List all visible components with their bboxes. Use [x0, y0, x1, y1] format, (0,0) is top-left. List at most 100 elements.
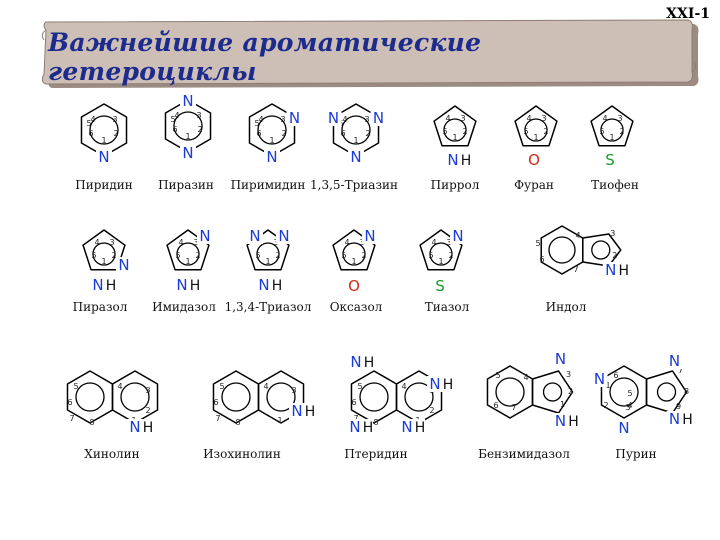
nitrogen-atom: N [258, 276, 269, 294]
position-number: 7 [573, 265, 578, 274]
position-number: 3 [196, 111, 201, 120]
aromatic-circle [173, 111, 203, 141]
position-number: 5 [495, 371, 500, 380]
aromatic-circle [524, 118, 548, 142]
aromatic-circle [75, 382, 105, 412]
aromatic-circle [443, 118, 467, 142]
sulfur-atom: S [435, 277, 445, 295]
aromatic-circle [221, 382, 251, 412]
compound-name: Пиррол [431, 178, 480, 192]
position-number: 2 [603, 401, 608, 410]
compound-10: 43215NNNH1,3,4-Триазол [225, 227, 312, 314]
aromatic-circle [495, 377, 525, 407]
compound-name: Птеридин [344, 447, 407, 461]
hydrogen-atom: H [272, 278, 283, 294]
position-number: 2 [195, 251, 200, 260]
aromatic-circle [359, 382, 389, 412]
nitrogen-atom: N [350, 353, 361, 371]
position-number: 5 [255, 251, 260, 260]
position-number: 5 [175, 251, 180, 260]
compound-name: Имидазол [152, 300, 216, 314]
position-number: 5 [442, 127, 447, 136]
position-number: 2 [281, 129, 286, 138]
position-number: 8 [373, 418, 378, 427]
aromatic-circle [342, 242, 366, 266]
position-number: 4 [258, 115, 263, 124]
nitrogen-atom: N [555, 412, 566, 430]
position-number: 1 [353, 136, 358, 145]
compound-name: 1,3,5-Триазин [310, 178, 398, 192]
aromatic-circle [257, 115, 287, 145]
imidazole-bonds [645, 370, 688, 414]
position-number: 1 [277, 416, 282, 425]
position-number: 4 [431, 238, 436, 247]
oxygen-atom: O [528, 151, 540, 169]
position-number: 2 [145, 406, 150, 415]
ring-bonds [514, 105, 558, 147]
aromatic-circle [542, 382, 563, 402]
compound-name: Хинолин [84, 447, 139, 461]
compound-15: 56784321NHИзохинолин [203, 370, 316, 461]
hydrogen-atom: H [682, 412, 693, 428]
position-number: 5 [599, 127, 604, 136]
position-number: 8 [89, 418, 94, 427]
position-number: 7 [511, 403, 516, 412]
position-number: 4 [174, 111, 179, 120]
nitrogen-atom: N [176, 276, 187, 294]
nitrogen-atom: N [350, 148, 361, 166]
position-number: 8 [684, 387, 689, 396]
hydrogen-atom: H [305, 404, 316, 420]
compound-name: Пиразол [73, 300, 128, 314]
aromatic-circle [656, 382, 677, 402]
position-number: 1 [269, 136, 274, 145]
position-number: 1 [101, 257, 106, 266]
position-number: 3 [112, 115, 117, 124]
position-number: 4 [401, 382, 406, 391]
hydrogen-atom: H [190, 278, 201, 294]
position-number: 6 [88, 129, 93, 138]
hydrogen-atom: H [143, 420, 154, 436]
aromatic-circle [120, 382, 150, 412]
position-number: 4 [344, 238, 349, 247]
position-number: 2 [543, 127, 548, 136]
position-number: 6 [172, 125, 177, 134]
nitrogen-atom: N [199, 227, 210, 245]
ring-bonds [590, 105, 634, 147]
position-number: 6 [351, 398, 356, 407]
position-number: 4 [94, 238, 99, 247]
position-number: 5 [86, 119, 91, 128]
position-number: 3 [291, 386, 296, 395]
compound-name: Бензимидазол [478, 447, 570, 461]
compound-name: Оксазол [330, 300, 383, 314]
nitrogen-atom: N [349, 418, 360, 436]
title-banner [41, 19, 699, 88]
position-number: 2 [113, 129, 118, 138]
pyrrole-bonds [582, 233, 622, 267]
position-number: 1 [438, 257, 443, 266]
position-number: 1 [533, 133, 538, 142]
position-number: 3 [617, 114, 622, 123]
position-number: 1 [265, 257, 270, 266]
position-number: 4 [342, 115, 347, 124]
position-number: 4 [627, 401, 632, 410]
position-number: 3 [541, 114, 546, 123]
position-number: 5 [341, 251, 346, 260]
compound-name: Пиримидин [231, 178, 306, 192]
nitrogen-atom: N [118, 256, 129, 274]
compound-13: 5647321NHИндол [535, 225, 630, 314]
position-number: 3 [460, 114, 465, 123]
position-number: 6 [613, 371, 618, 380]
position-number: 5 [219, 382, 224, 391]
aromatic-circle [591, 240, 611, 260]
aromatic-circle [404, 382, 434, 412]
compound-name: Фуран [514, 178, 554, 192]
compound-name: Изохинолин [203, 447, 281, 461]
hydrogen-atom: H [619, 263, 630, 279]
position-number: 6 [256, 129, 261, 138]
